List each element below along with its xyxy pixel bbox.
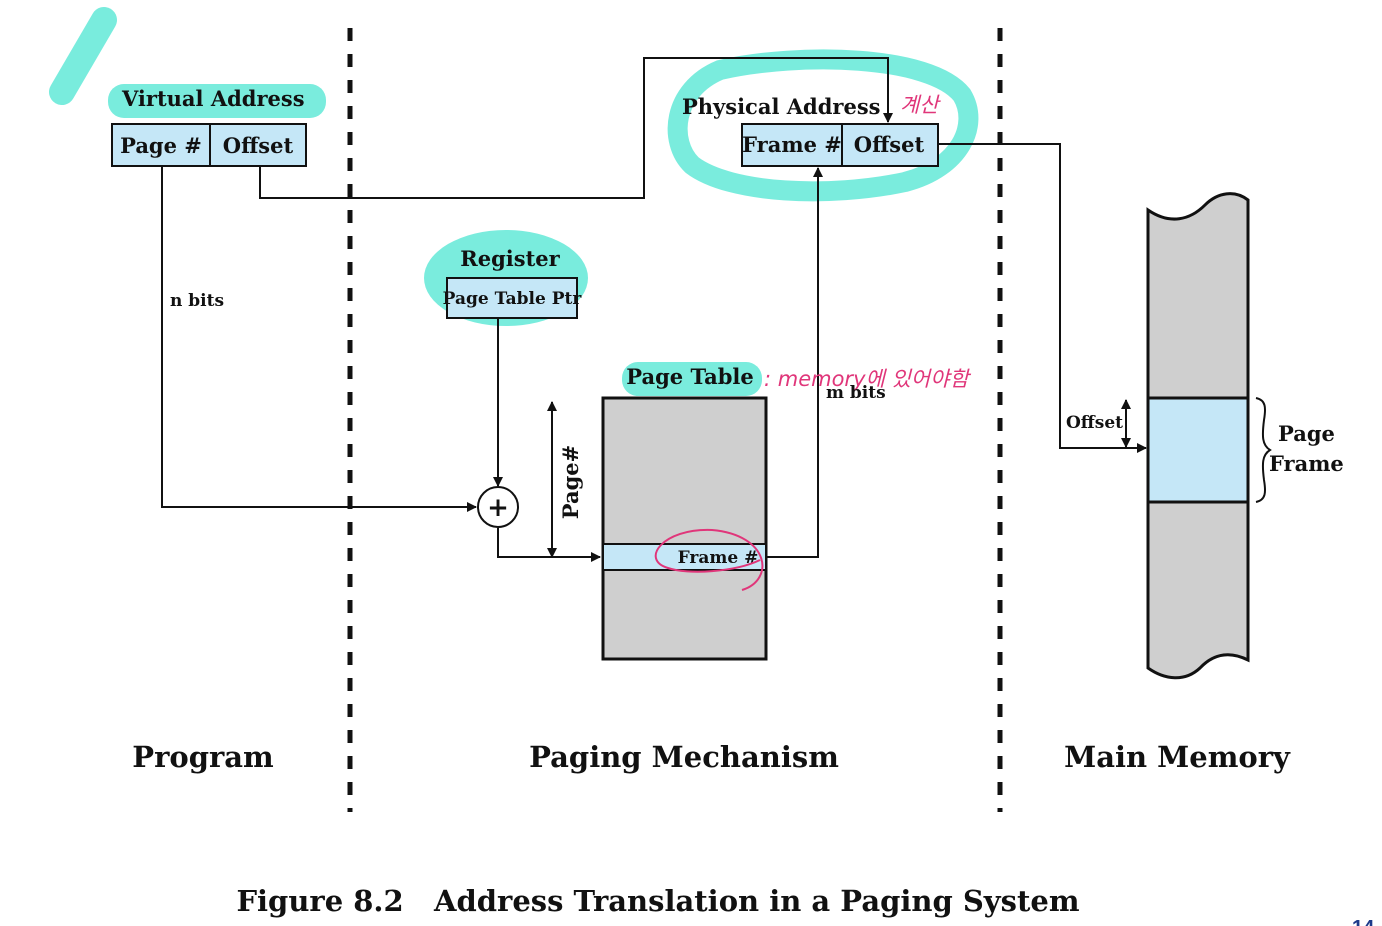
memory-offset-label: Offset [1066, 413, 1123, 433]
physical-address-label: Physical Address [682, 94, 880, 119]
register-box [446, 277, 578, 319]
highlight-stroke-corner [49, 7, 117, 105]
virtual-offset-field [209, 123, 307, 167]
virtual-page-text: Page # [120, 133, 202, 158]
physical-frame-text: Frame # [742, 132, 842, 157]
highlighter-marks [49, 7, 979, 396]
virtual-address-label: Virtual Address [121, 86, 305, 111]
connection-lines [161, 57, 1147, 562]
page-index-label: Page# [558, 445, 583, 519]
page-frame-brace [1255, 397, 1272, 503]
section-program: Program [132, 740, 274, 774]
register-field-text: Page Table Ptr [443, 289, 583, 309]
page-table-label: Page Table [626, 364, 753, 389]
page-frame-block [1146, 396, 1250, 504]
page-table-annotation: : memory에 있어야함 [764, 367, 971, 391]
physical-address-annotation: 계산 [900, 93, 941, 117]
page-frame-label-1: Page [1278, 421, 1335, 446]
figure-caption: Figure 8.2 Address Translation in a Pagi… [236, 884, 1079, 918]
physical-offset-field [841, 123, 939, 167]
n-bits-label: n bits [170, 291, 224, 311]
page-table-body [601, 396, 768, 661]
memory-access-line [938, 143, 1147, 453]
entry-circle-annotation [654, 528, 764, 591]
highlight-physical-address [667, 49, 979, 202]
adder-symbol: + [487, 493, 509, 523]
physical-offset-text: Offset [854, 132, 925, 157]
highlight-page-table [622, 362, 762, 396]
page-number-line [161, 166, 477, 512]
adder-output-line [497, 528, 601, 562]
slide-page-number: 14 [1352, 917, 1375, 926]
page-table-entry-text: Frame # [678, 548, 759, 568]
virtual-offset-text: Offset [223, 133, 294, 158]
highlight-virtual-address [108, 84, 326, 118]
section-main-memory: Main Memory [1064, 740, 1291, 774]
register-label: Register [460, 246, 560, 271]
entry-width-label: m bits [826, 383, 886, 403]
page-frame-label-2: Frame [1269, 451, 1344, 476]
offset-route-line [259, 57, 893, 199]
frame-number-line [766, 167, 823, 558]
section-paging-mechanism: Paging Mechanism [529, 740, 839, 774]
adder-circle [477, 486, 519, 528]
virtual-page-field [111, 123, 211, 167]
physical-frame-field [741, 123, 843, 167]
page-table-entry [602, 543, 767, 571]
